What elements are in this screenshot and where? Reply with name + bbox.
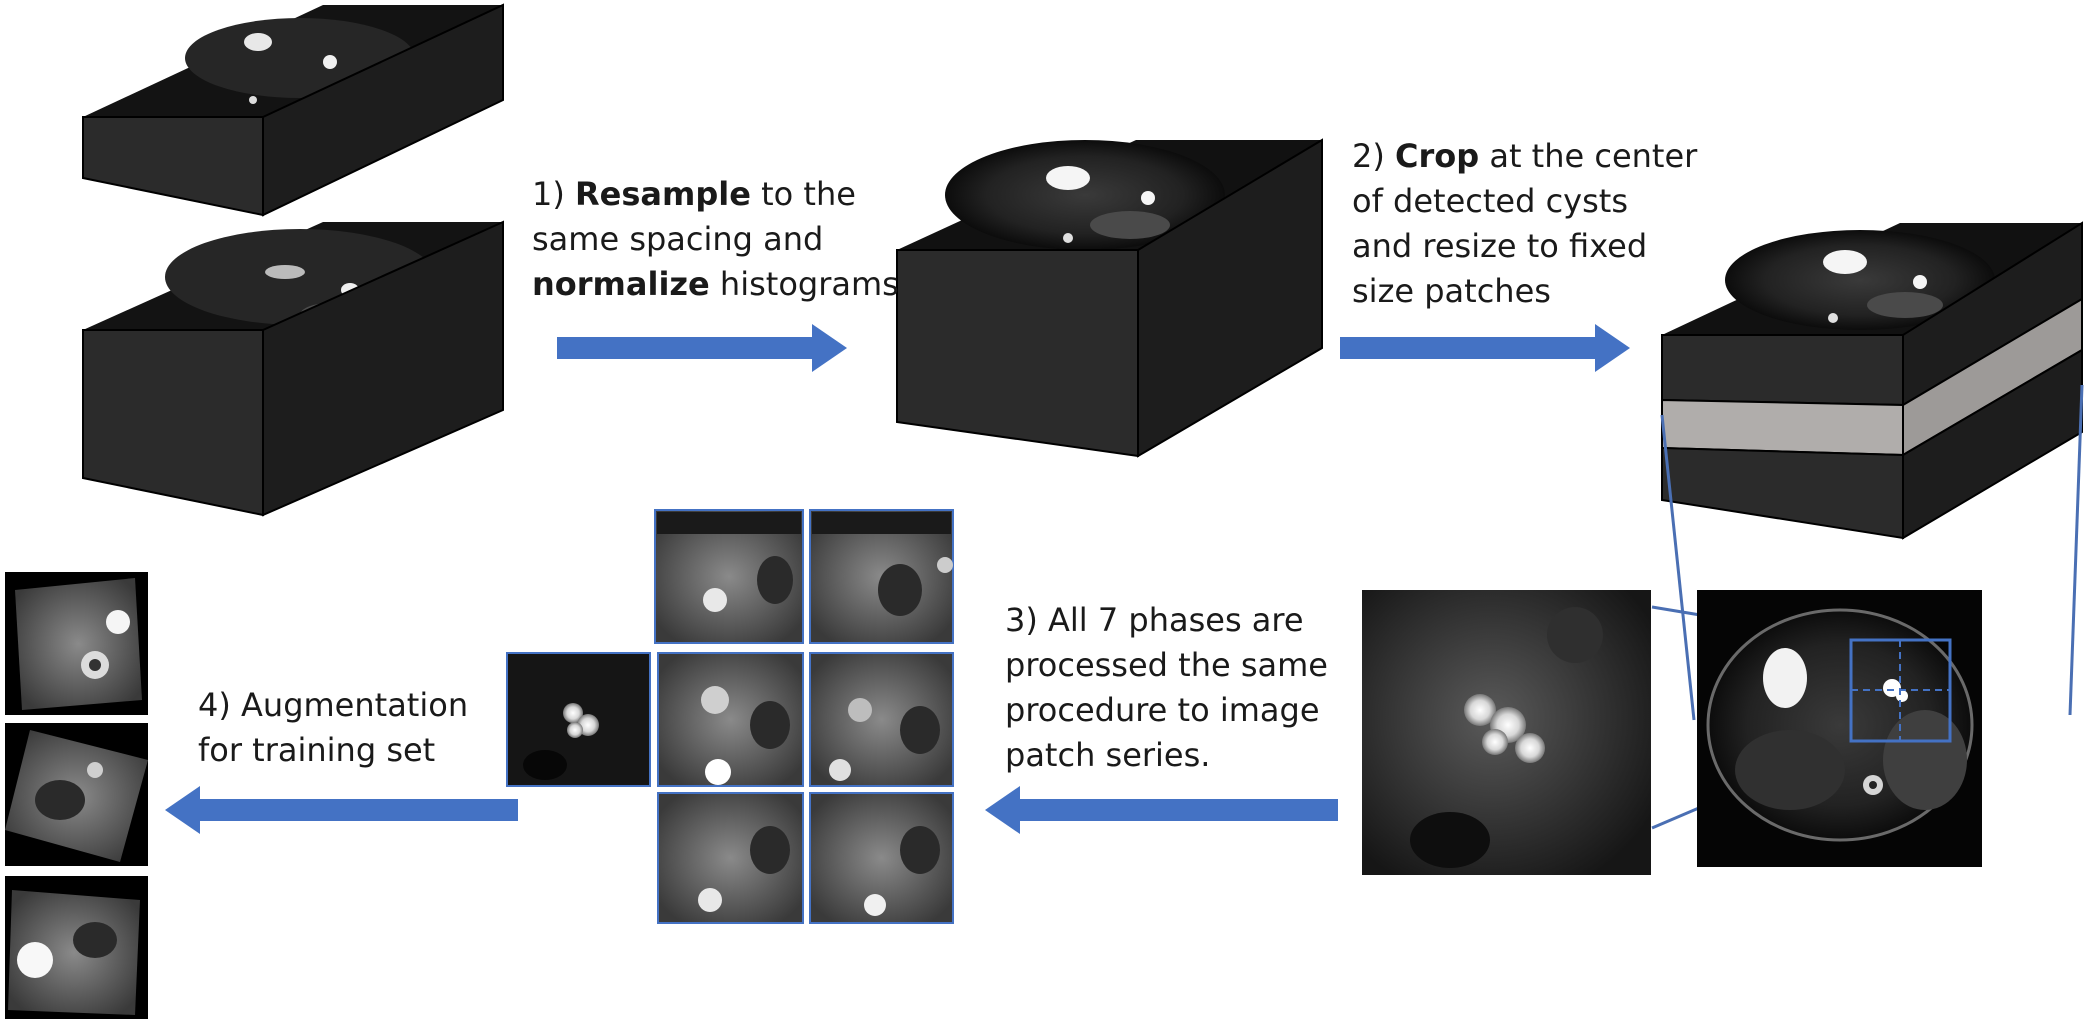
step1-text: 1) Resample to the same spacing and norm…: [532, 175, 899, 303]
phase-patch: [654, 509, 804, 644]
phase-patch: [809, 652, 954, 787]
resample-keyword: Resample: [575, 175, 751, 213]
arrow-left-4: [165, 786, 518, 834]
selected-slab: [1661, 398, 1904, 457]
step2-text: 2) Crop at the center of detected cysts …: [1352, 137, 1698, 310]
phase-patch: [809, 792, 954, 924]
phase-patch: [657, 792, 804, 924]
phase-patch: [506, 652, 651, 787]
phase-patch: [657, 652, 804, 787]
mri-volume-large: [82, 220, 504, 517]
arrow-right-1: [557, 324, 847, 372]
phase-patch: [809, 509, 954, 644]
arrow-left-3: [985, 786, 1338, 834]
augmented-patch: [5, 876, 148, 1019]
augmented-patch-stack: [5, 572, 148, 1019]
arrow-right-2: [1340, 324, 1630, 372]
step4-text: 4) Augmentation for training set: [198, 686, 469, 769]
augmented-patch: [5, 572, 148, 715]
axial-slice-image: [1697, 590, 1982, 867]
mri-volume-cropped: [1661, 221, 2083, 540]
mri-volume-small: [82, 3, 504, 217]
phase-patch-mosaic: [506, 509, 954, 924]
zoomed-cyst-patch: [1362, 590, 1651, 875]
step3-text: 3) All 7 phases are processed the same p…: [1005, 601, 1328, 774]
mri-volume-normalized: [896, 138, 1323, 458]
augmented-patch: [5, 723, 148, 866]
normalize-keyword: normalize: [532, 265, 710, 303]
crop-keyword: Crop: [1395, 137, 1480, 175]
